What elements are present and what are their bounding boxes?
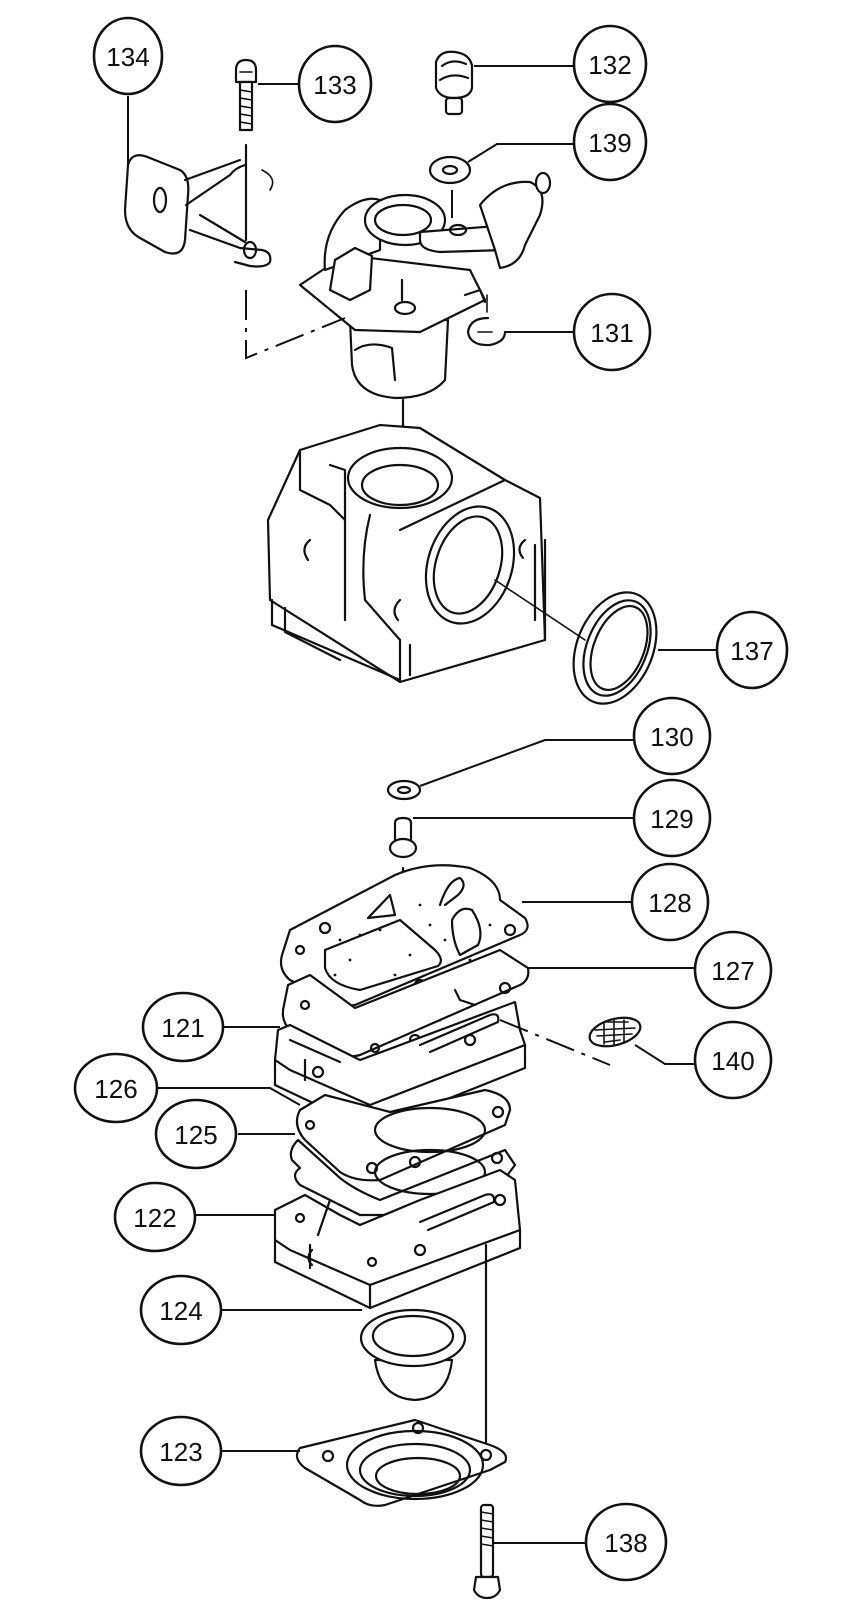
callout-circle — [572, 102, 648, 182]
part-130-washer[interactable] — [386, 779, 422, 801]
callout-128[interactable]: 128 — [630, 862, 710, 942]
part-138-screw[interactable] — [472, 1503, 502, 1600]
part-126-gasket[interactable] — [295, 1088, 512, 1182]
callout-number: 124 — [159, 1296, 202, 1326]
callout-number: 121 — [161, 1013, 204, 1043]
callout-number: 140 — [711, 1046, 754, 1076]
stipple-dot — [358, 933, 362, 937]
stipple-dot — [443, 938, 447, 942]
stipple-dot — [408, 953, 412, 957]
callout-number: 134 — [106, 42, 149, 72]
callout-137[interactable]: 137 — [715, 610, 789, 690]
part-132-adjusting-screw[interactable] — [434, 50, 474, 116]
callout-number: 122 — [133, 1203, 176, 1233]
stipple-dot — [393, 973, 397, 977]
callout-circle — [73, 1052, 159, 1124]
part-122-metering-cover[interactable] — [273, 1168, 522, 1450]
stipple-dot — [333, 973, 337, 977]
callout-circle — [113, 1181, 197, 1253]
callout-circle — [632, 696, 712, 776]
part-121-pump-cover[interactable] — [273, 1000, 611, 1132]
callout-130[interactable]: 130 — [632, 696, 712, 776]
callout-number: 126 — [94, 1074, 137, 1104]
callout-number: 131 — [590, 318, 633, 348]
callout-circle — [632, 778, 712, 858]
leader-lines — [127, 65, 718, 1544]
callout-124[interactable]: 124 — [139, 1274, 223, 1346]
part-124-primer-bulb[interactable] — [359, 1308, 467, 1402]
callout-127[interactable]: 127 — [693, 930, 773, 1010]
callout-number: 128 — [648, 888, 691, 918]
callout-number: 132 — [588, 50, 631, 80]
part-128-gasket[interactable] — [279, 864, 529, 1042]
callout-number: 138 — [604, 1528, 647, 1558]
callout-number: 129 — [650, 804, 693, 834]
assembly-line-133 — [245, 290, 346, 360]
callout-122[interactable]: 122 — [113, 1181, 197, 1253]
callout-125[interactable]: 125 — [154, 1098, 238, 1170]
callout-circle — [630, 862, 710, 942]
callout-129[interactable]: 129 — [632, 778, 712, 858]
part-123-retainer-plate[interactable] — [295, 1418, 508, 1507]
callout-circle — [92, 16, 164, 96]
stipple-dot — [338, 938, 342, 942]
part-133-screw[interactable] — [234, 58, 258, 242]
callout-bubbles: 134 133 132 139 131 137 130 129 128 127 140 121 126 1… — [73, 16, 789, 1582]
stipple-dot — [488, 923, 492, 927]
stipple-dot — [348, 958, 352, 962]
callout-133[interactable]: 133 — [297, 44, 373, 124]
callout-number: 130 — [650, 722, 693, 752]
callout-number: 125 — [174, 1120, 217, 1150]
callout-126[interactable]: 126 — [73, 1052, 159, 1124]
stipple-dot — [428, 923, 432, 927]
throttle-assembly — [298, 171, 552, 400]
part-134-choke-plate[interactable] — [123, 154, 274, 268]
callout-circle — [297, 44, 373, 124]
callout-circle — [584, 1502, 668, 1582]
callout-number: 133 — [313, 70, 356, 100]
part-131-e-clip[interactable] — [466, 294, 507, 347]
callout-circle — [572, 292, 652, 372]
callout-circle — [139, 1415, 223, 1487]
callout-134[interactable]: 134 — [92, 16, 164, 96]
callout-number: 139 — [588, 128, 631, 158]
callout-123[interactable]: 123 — [139, 1415, 223, 1487]
callout-121[interactable]: 121 — [141, 991, 225, 1063]
callout-140[interactable]: 140 — [693, 1020, 773, 1100]
callout-circle — [139, 1274, 223, 1346]
callout-circle — [693, 1020, 773, 1100]
callout-circle — [693, 930, 773, 1010]
callout-circle — [572, 24, 648, 104]
callout-138[interactable]: 138 — [584, 1502, 668, 1582]
callout-circle — [154, 1098, 238, 1170]
stipple-dot — [418, 903, 422, 907]
part-140-filter-screen[interactable] — [587, 1013, 644, 1052]
callout-number: 127 — [711, 956, 754, 986]
callout-132[interactable]: 132 — [572, 24, 648, 104]
part-139-washer[interactable] — [428, 155, 472, 218]
callout-circle — [715, 610, 789, 690]
carburetor-main-body — [266, 398, 547, 684]
stipple-dot — [378, 928, 382, 932]
callout-139[interactable]: 139 — [572, 102, 648, 182]
callout-131[interactable]: 131 — [572, 292, 652, 372]
callout-number: 137 — [730, 636, 773, 666]
callout-number: 123 — [159, 1437, 202, 1467]
callout-circle — [141, 991, 225, 1063]
part-137-seal-ring[interactable] — [494, 579, 672, 716]
